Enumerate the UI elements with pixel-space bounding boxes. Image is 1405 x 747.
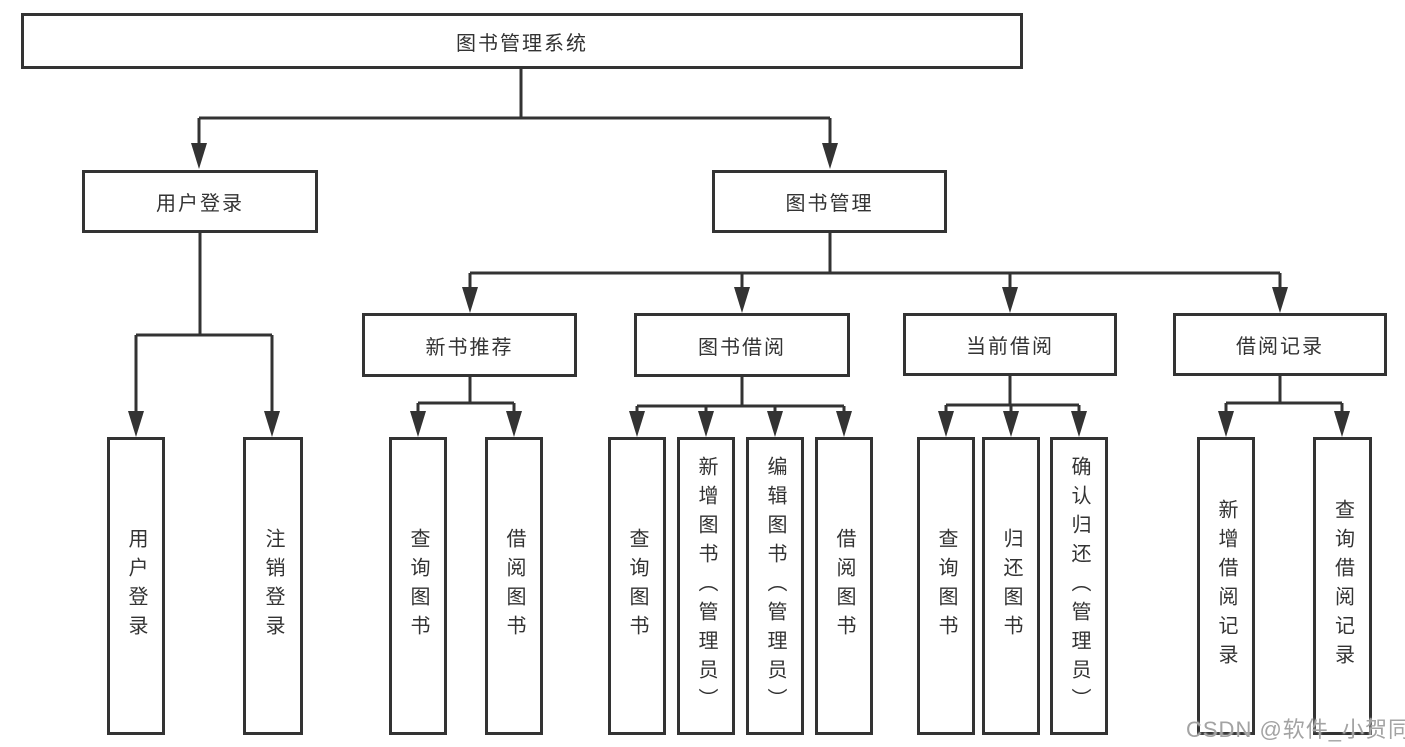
leaf-user-login: 用户登录	[107, 437, 165, 735]
node-label: 图书管理	[785, 193, 874, 215]
leaf-add-books-admin: 新增图书（管理员）	[677, 437, 735, 735]
node-label: 新增图书（管理员）	[695, 455, 717, 717]
leaf-add-borrow-record: 新增借阅记录	[1197, 437, 1255, 735]
leaf-confirm-return-admin: 确认归还（管理员）	[1050, 437, 1108, 735]
node-book-management: 图书管理	[712, 170, 947, 233]
node-label: 当前借阅	[966, 336, 1054, 358]
csdn-watermark: CSDN @软件_小贺同学	[1186, 717, 1405, 742]
node-new-book-recommend: 新书推荐	[362, 313, 577, 377]
leaf-return-books: 归还图书	[982, 437, 1040, 735]
node-label: 图书管理系统	[456, 32, 588, 55]
leaf-borrow-books: 借阅图书	[815, 437, 873, 735]
node-book-borrow: 图书借阅	[634, 313, 850, 377]
node-label: 确认归还（管理员）	[1068, 455, 1090, 717]
leaf-query-books-borrow: 查询图书	[608, 437, 666, 735]
node-label: 归还图书	[1000, 528, 1022, 644]
leaf-query-books-recommend: 查询图书	[389, 437, 447, 735]
node-library-management-system: 图书管理系统	[21, 13, 1023, 69]
leaf-query-books-current: 查询图书	[917, 437, 975, 735]
node-label: 用户登录	[125, 528, 147, 644]
node-label: 图书借阅	[698, 336, 786, 359]
leaf-query-borrow-record: 查询借阅记录	[1313, 437, 1372, 735]
arrowheads	[128, 143, 1350, 437]
leaf-logout: 注销登录	[243, 437, 303, 735]
node-label: 编辑图书（管理员）	[764, 455, 786, 717]
node-label: 查询图书	[935, 528, 957, 644]
node-label: 借阅图书	[833, 528, 855, 644]
node-label: 借阅图书	[503, 528, 525, 644]
node-label: 用户登录	[156, 193, 244, 215]
node-user-login: 用户登录	[82, 170, 318, 233]
node-borrow-records: 借阅记录	[1173, 313, 1387, 376]
node-label: 查询图书	[626, 528, 648, 644]
node-label: 借阅记录	[1236, 336, 1324, 358]
node-label: 注销登录	[262, 528, 284, 644]
node-label: 查询借阅记录	[1331, 499, 1354, 673]
node-current-borrow: 当前借阅	[903, 313, 1117, 376]
leaf-borrow-books-recommend: 借阅图书	[485, 437, 543, 735]
node-label: 查询图书	[407, 528, 429, 644]
leaf-edit-books-admin: 编辑图书（管理员）	[746, 437, 804, 735]
node-label: 新书推荐	[425, 336, 514, 359]
node-label: 新增借阅记录	[1215, 499, 1237, 673]
